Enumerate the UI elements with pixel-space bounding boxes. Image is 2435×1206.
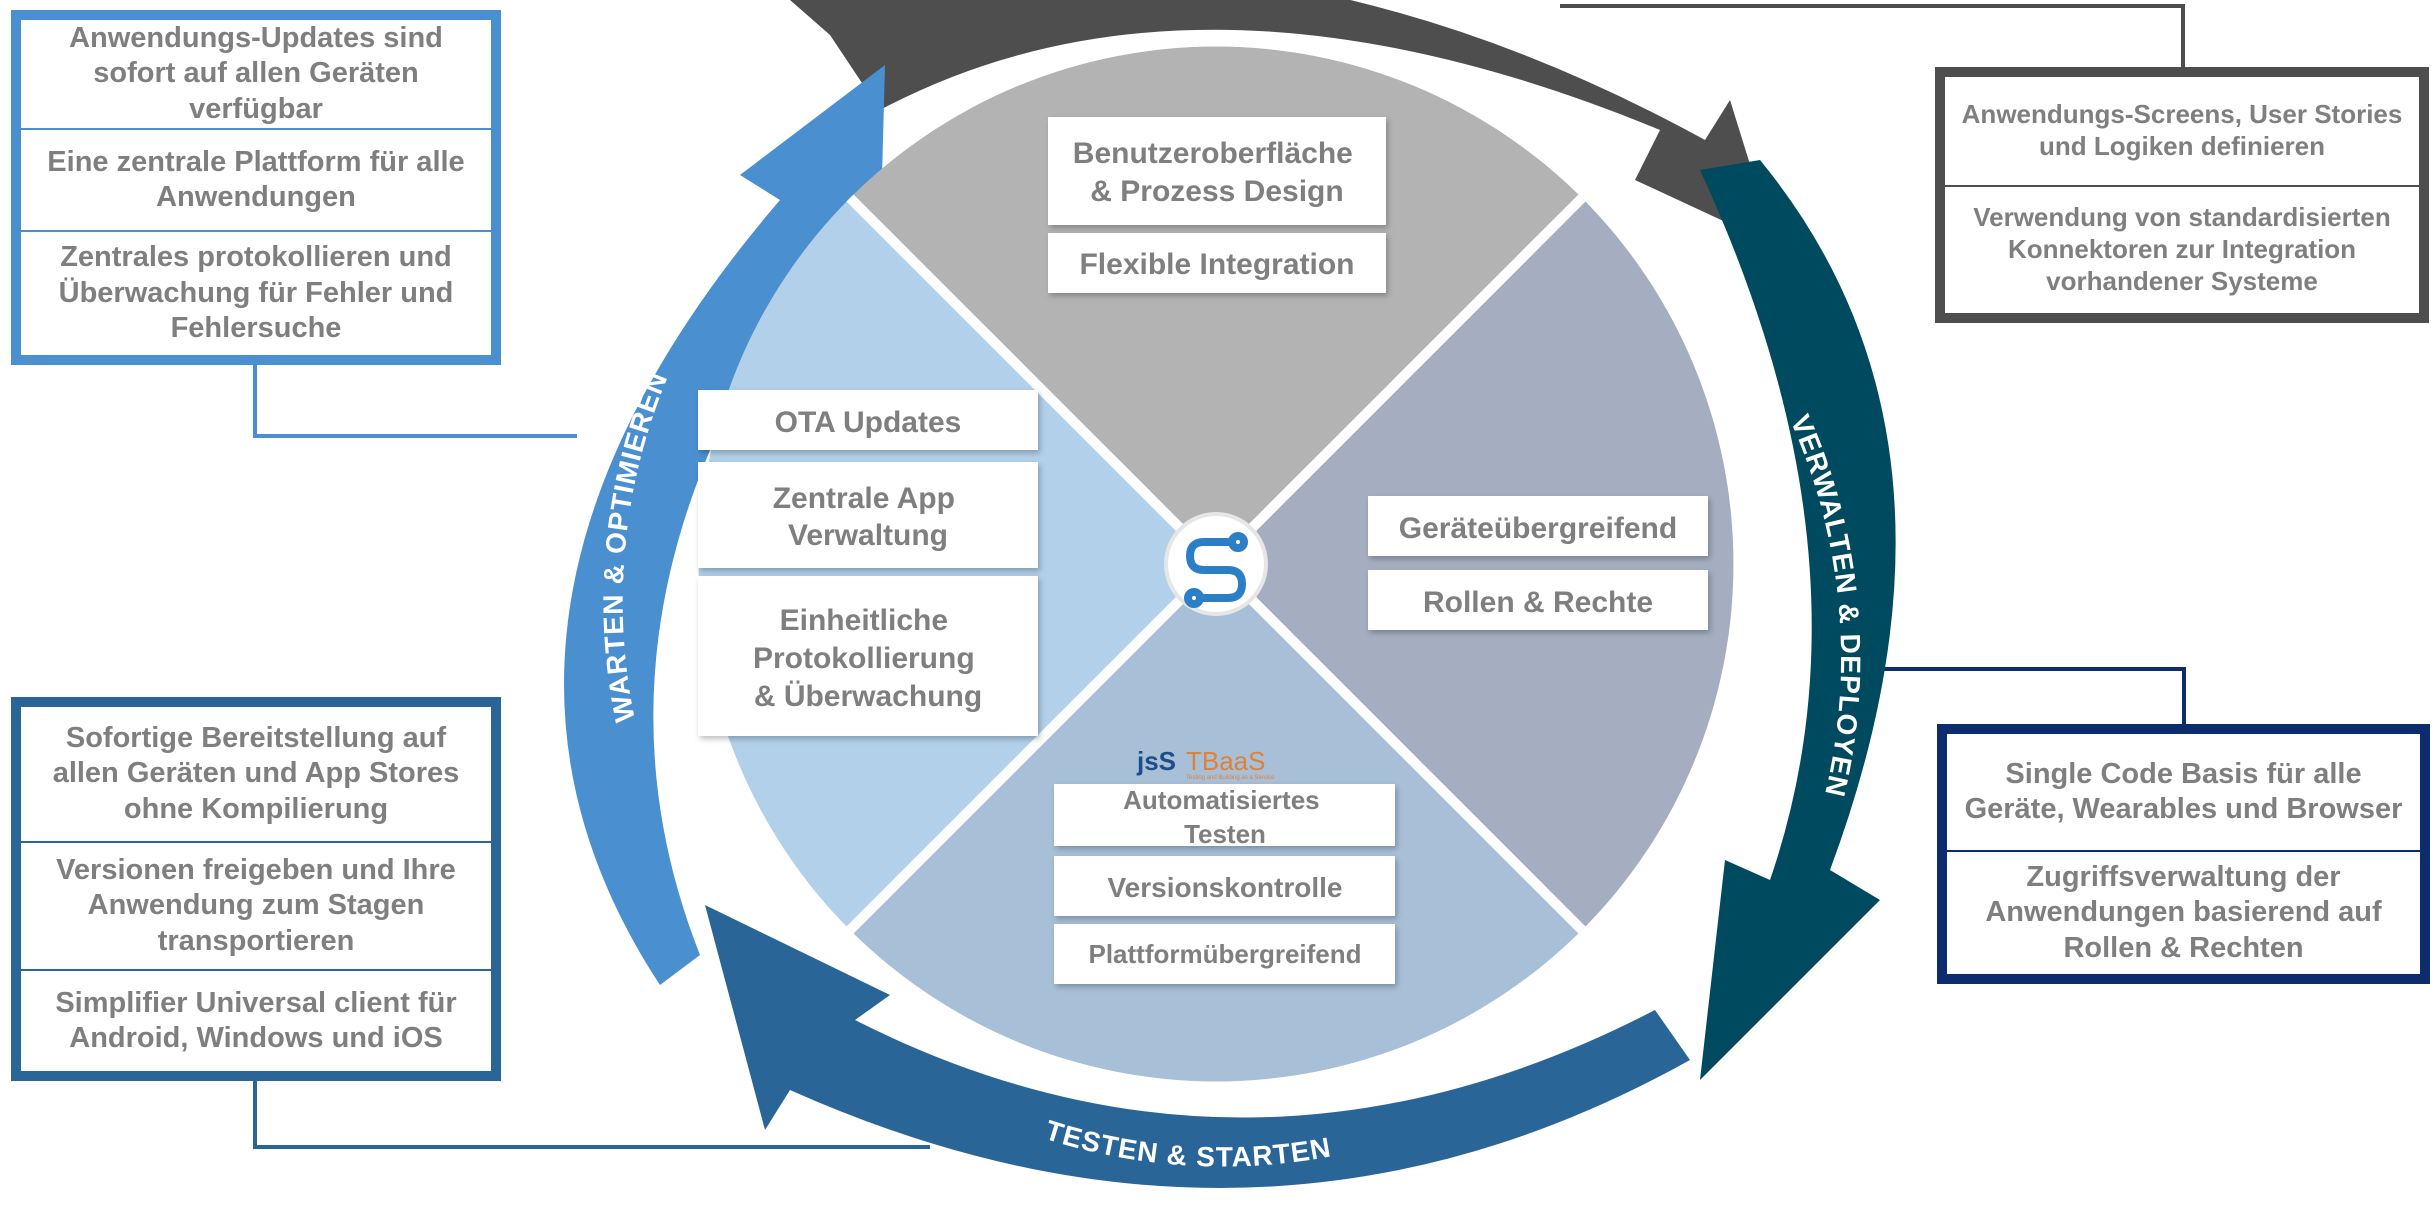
connector-lines xyxy=(253,4,2186,1149)
arrow-left xyxy=(564,65,885,985)
info-box-design-integrate: Anwendungs-Screens, User Stories und Log… xyxy=(1935,67,2429,323)
wedge-top xyxy=(850,46,1582,565)
label-roles-rights: Rollen & Rechte xyxy=(1423,586,1653,619)
divider xyxy=(21,128,491,130)
label-device-spanning: Geräteübergreifend xyxy=(1399,512,1677,545)
arrow-bottom xyxy=(705,905,1690,1188)
divider xyxy=(21,841,491,843)
label-unified-logging: Einheitliche Protokollierung & Überwachu… xyxy=(753,604,983,713)
label-ota-updates: OTA Updates xyxy=(775,406,962,439)
info-item: Zugriffsverwaltung der Anwendungen basie… xyxy=(1985,860,2382,964)
divider xyxy=(1947,850,2420,852)
arrow-top xyxy=(790,0,1775,245)
divider xyxy=(21,230,491,232)
connector-bottom-right xyxy=(1866,667,2186,725)
label-central-app-management: Zentrale App Verwaltung xyxy=(773,482,964,552)
label-automated-testing: Automatisiertes Testen xyxy=(1123,785,1327,849)
center-logo xyxy=(1164,512,1268,616)
info-item: Zentrales protokollieren und Überwachung… xyxy=(58,241,454,345)
info-box-manage-deploy: Single Code Basis für alle Geräte, Weara… xyxy=(1937,724,2430,984)
label-flexible-integration: Flexible Integration xyxy=(1079,248,1354,281)
info-item: Verwendung von standardisierten Konnekto… xyxy=(1973,202,2391,296)
tbaas-product: TBaaS xyxy=(1186,746,1266,776)
info-item: Anwendungs-Updates sind sofort auf allen… xyxy=(69,21,443,125)
divider xyxy=(1945,185,2419,187)
label-cross-platform: Plattformübergreifend xyxy=(1088,939,1361,969)
info-item: Anwendungs-Screens, User Stories und Log… xyxy=(1961,99,2403,161)
tbaas-brand: jsS xyxy=(1136,746,1176,776)
connector-top-left xyxy=(253,363,577,438)
tbaas-logo: jsS TBaaS Testing and Building as a Serv… xyxy=(1136,746,1275,781)
info-box-test-launch: Sofortige Bereitstellung auf allen Gerät… xyxy=(11,697,501,1081)
info-item: Versionen freigeben und Ihre Anwendung z… xyxy=(56,853,456,957)
wedge-right xyxy=(1216,198,1734,930)
wedge-left-labels: OTA Updates Zentrale App Verwaltung Einh… xyxy=(698,390,1038,736)
info-item: Eine zentrale Plattform für alle Anwendu… xyxy=(47,145,465,213)
info-item: Sofortige Bereitstellung auf allen Gerät… xyxy=(52,721,460,825)
wedge-top-labels: Benutzeroberfläche & Prozess Design Flex… xyxy=(1048,117,1386,293)
divider xyxy=(21,969,491,971)
arrow-label-top: …EN xyxy=(1435,0,1505,14)
wedge-right-labels: Geräteübergreifend Rollen & Rechte xyxy=(1368,496,1708,630)
info-item: Single Code Basis für alle Geräte, Weara… xyxy=(1964,757,2403,825)
wedge-labels: Benutzeroberfläche & Prozess Design Flex… xyxy=(698,117,1708,984)
connector-top-right xyxy=(1560,4,2185,68)
label-version-control: Versionskontrolle xyxy=(1108,872,1343,903)
info-item: Simplifier Universal client für Android,… xyxy=(55,986,457,1054)
arrow-right xyxy=(1700,160,1896,1080)
ring-arrows xyxy=(564,0,1896,1188)
tbaas-tagline: Testing and Building as a Service xyxy=(1186,775,1275,781)
connector-bottom-left xyxy=(253,1080,930,1149)
info-box-maintain-optimize: Anwendungs-Updates sind sofort auf allen… xyxy=(11,10,501,365)
label-ui-process-design: Benutzeroberfläche & Prozess Design xyxy=(1073,137,1361,208)
simplifier-s-icon xyxy=(1184,532,1248,608)
wedge-bottom-labels: Automatisiertes Testen Versionskontrolle… xyxy=(1054,784,1395,984)
